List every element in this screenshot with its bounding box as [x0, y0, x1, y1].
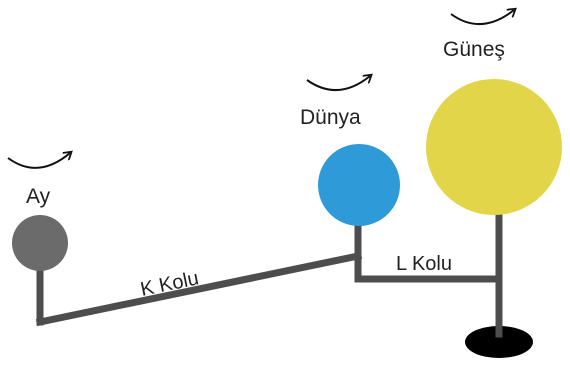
k-arm-rod	[35, 251, 363, 327]
arm-rods	[35, 214, 503, 338]
moon-label: Ay	[26, 185, 51, 208]
earth-rotation-arrow-icon	[306, 76, 370, 92]
sun-label: Güneş	[443, 38, 505, 61]
sun-sphere	[426, 79, 562, 215]
sun-rotation-arrow-icon	[450, 10, 514, 26]
moon-rotation-arrow-icon	[7, 153, 70, 169]
stand-base	[465, 326, 533, 358]
l-arm-label: L Kolu	[396, 253, 452, 275]
earth-label: Dünya	[300, 106, 361, 129]
moon-sphere	[12, 215, 68, 271]
earth-sphere	[318, 144, 400, 226]
